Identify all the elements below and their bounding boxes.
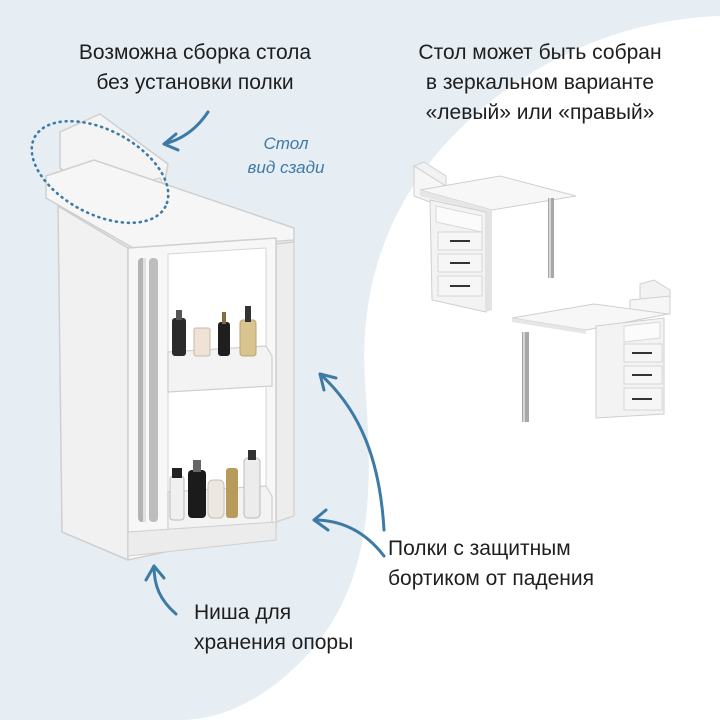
dotted-highlight <box>30 119 170 225</box>
caption-mirror-assembly: Стол может быть собран в зеркальном вари… <box>380 38 700 128</box>
caption-rear-view: Стол вид сзади <box>226 132 346 180</box>
arrows <box>144 110 386 616</box>
table-left-variant <box>412 161 577 313</box>
caption-support-niche: Ниша для хранения опоры <box>194 598 444 658</box>
caption-line: хранения опоры <box>194 631 354 654</box>
caption-line: Стол <box>263 134 309 153</box>
caption-line: Полки с защитным <box>388 537 571 560</box>
caption-line: без установки полки <box>96 71 294 94</box>
caption-line: бортиком от падения <box>388 567 595 590</box>
caption-assembly-without-shelf: Возможна сборка стола без установки полк… <box>30 38 360 98</box>
caption-line: вид сзади <box>247 158 325 177</box>
rear-view-table <box>45 113 295 562</box>
caption-shelves-with-rim: Полки с защитным бортиком от падения <box>388 534 708 594</box>
arrow-shelf-bottom <box>312 518 386 558</box>
caption-line: «левый» или «правый» <box>425 101 655 124</box>
arrow-niche <box>152 564 178 616</box>
arrow-top <box>162 110 210 146</box>
arrow-shelf-top <box>318 372 386 532</box>
caption-line: Ниша для <box>194 601 292 624</box>
caption-line: Возможна сборка стола <box>78 41 312 64</box>
caption-line: в зеркальном варианте <box>425 71 655 94</box>
table-right-variant <box>511 279 671 422</box>
caption-line: Стол может быть собран <box>418 41 662 64</box>
